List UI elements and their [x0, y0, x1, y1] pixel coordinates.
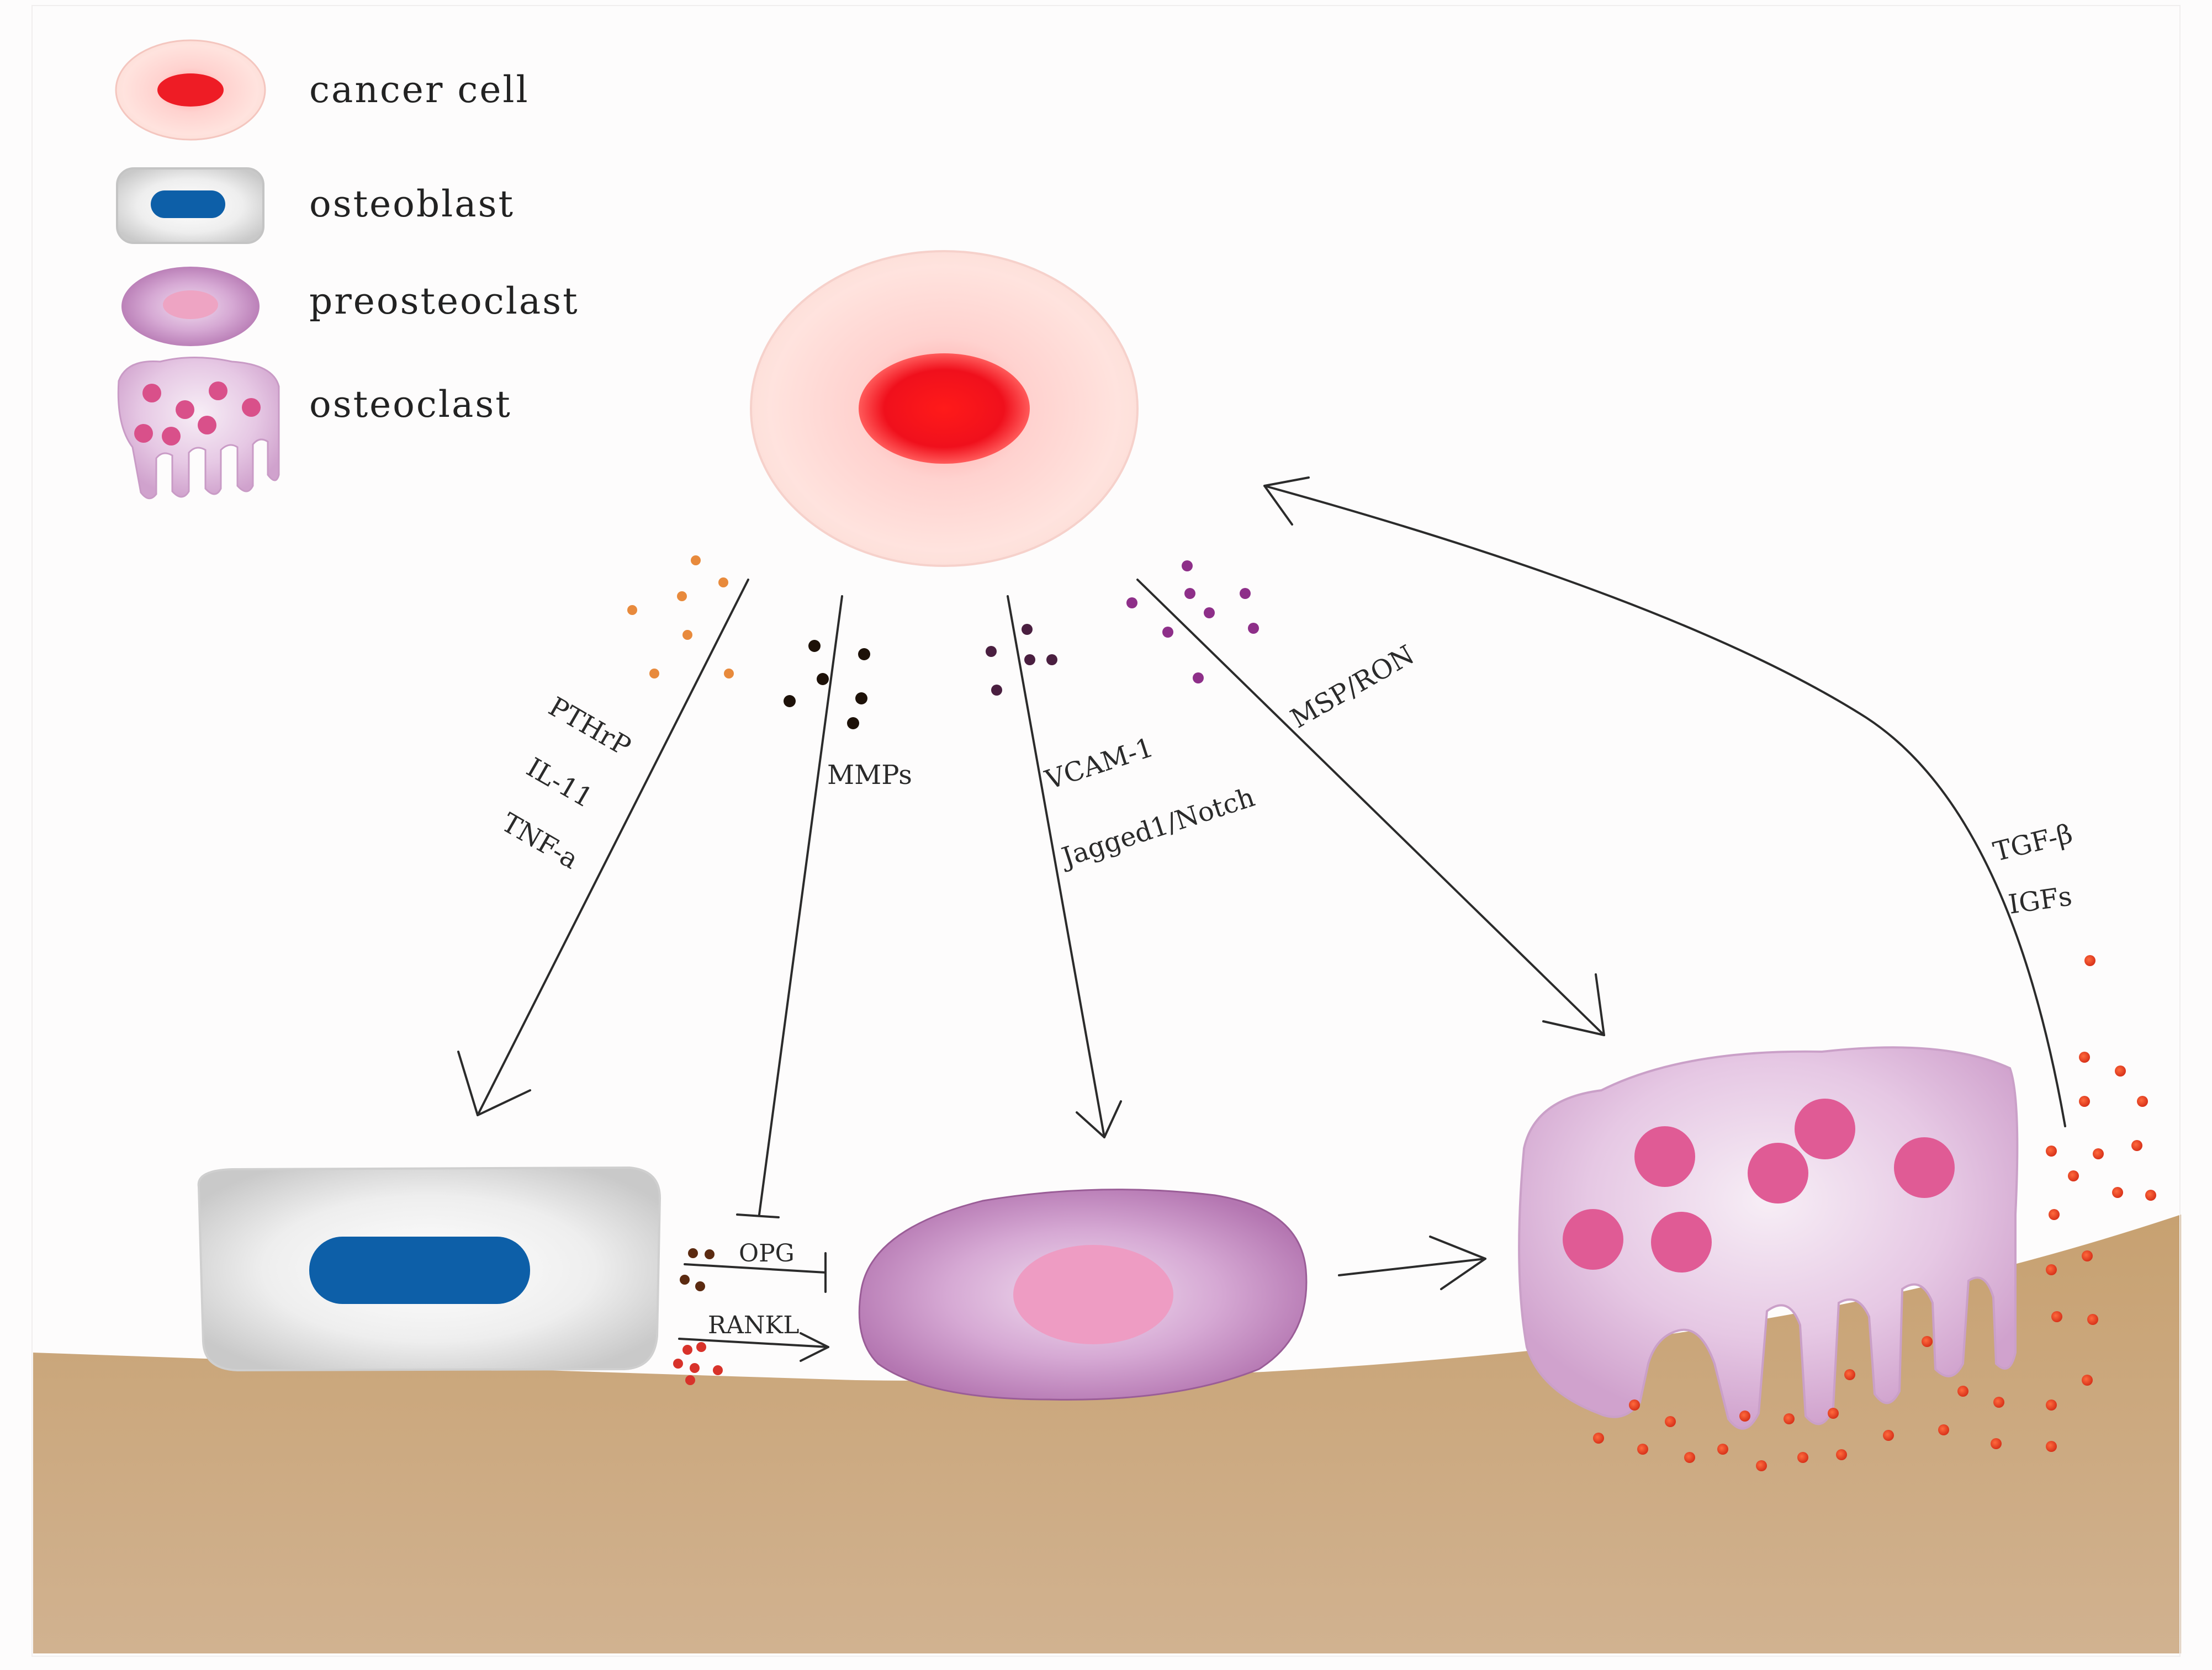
preosteoclast — [858, 1189, 1308, 1401]
legend-osteoclast-nucleus-icon — [142, 384, 161, 402]
legend-osteoclast-nucleus-icon — [198, 416, 216, 434]
pthrp-molecules — [627, 555, 734, 678]
label-mmps: MMPs — [827, 760, 912, 791]
inhibit-mmps-to-opg — [758, 595, 843, 1216]
osteoblast — [197, 1166, 662, 1372]
inhibit-bar — [736, 1213, 780, 1218]
msp-molecules — [1126, 560, 1259, 683]
arrow-head — [1076, 1100, 1122, 1138]
arrow-head — [800, 1332, 829, 1362]
legend-osteoblast-nucleus-icon — [151, 190, 225, 218]
arrow-head — [1542, 973, 1605, 1036]
preosteoclast-nucleus — [1013, 1245, 1173, 1344]
cancer-cell — [750, 250, 1139, 567]
legend-cancer-cell-label: cancer cell — [309, 68, 530, 111]
legend-osteoclast-nucleus-icon — [162, 427, 181, 446]
opg-molecules — [680, 1248, 715, 1291]
legend-osteoclast-nucleus-icon — [242, 398, 261, 417]
arrow-head — [457, 1051, 531, 1116]
legend-preosteoclast-nucleus-icon — [163, 290, 218, 319]
legend-osteoclast-label: osteoclast — [309, 383, 512, 426]
arrow-head — [1429, 1236, 1486, 1290]
arrow-preosteoclast-to-osteoclast — [1338, 1258, 1486, 1276]
legend-osteoblast-label: osteoblast — [309, 183, 515, 225]
arrow-cancer-to-osteoclast — [1136, 579, 1605, 1036]
arrow-cancer-to-preosteoclast — [1007, 595, 1105, 1138]
inhibit-opg — [684, 1263, 827, 1274]
legend-cancer-nucleus-icon — [157, 73, 224, 107]
osteoclast-nucleus — [1651, 1212, 1712, 1273]
vcam-molecules — [986, 624, 1057, 696]
osteoclast — [1518, 1046, 2019, 1430]
osteoclast-nucleus — [1894, 1137, 1955, 1198]
legend-preosteoclast-label: preosteoclast — [309, 280, 579, 322]
rankl-molecules — [673, 1342, 723, 1385]
osteoclast-nucleus — [1795, 1099, 1855, 1159]
cancer-cell-nucleus — [859, 353, 1030, 464]
legend-osteoclast-nucleus-icon — [209, 381, 227, 400]
osteoclast-nucleus — [1748, 1143, 1808, 1204]
tgf-igf-molecules — [1593, 955, 2156, 1471]
arrow-cancer-to-osteoblast — [477, 579, 749, 1116]
signal-molecules — [627, 555, 2156, 1471]
label-opg: OPG — [739, 1239, 795, 1268]
arrow-osteoclast-to-cancer — [1263, 485, 2066, 1127]
osteoclast-nucleus — [1563, 1209, 1623, 1270]
label-rankl: RANKL — [708, 1311, 800, 1339]
mmp-molecules — [784, 640, 870, 729]
arrow-head — [1263, 476, 1310, 526]
legend-osteoclast-nucleus-icon — [176, 400, 194, 419]
legend: cancer cell osteoblast preosteoclast ost… — [115, 39, 579, 500]
legend-osteoclast-nucleus-icon — [134, 424, 153, 443]
osteoclast-nucleus — [1634, 1126, 1695, 1187]
osteoblast-nucleus — [309, 1237, 530, 1304]
bone-matrix — [33, 1215, 2181, 1653]
arrows — [457, 476, 2066, 1362]
arrow-rankl — [678, 1338, 829, 1348]
frame — [31, 5, 2181, 1657]
